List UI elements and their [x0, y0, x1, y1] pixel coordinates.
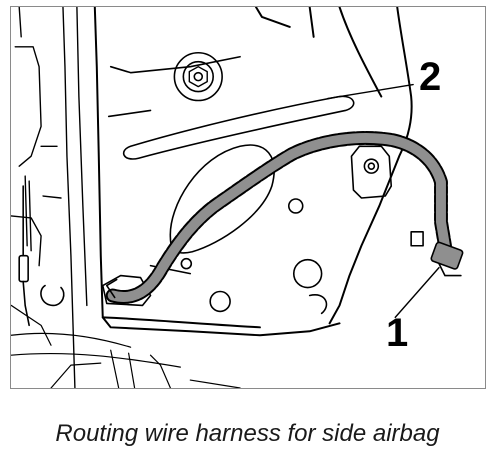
door-panel-outline [93, 7, 413, 337]
callout-number-1: 1 [386, 311, 409, 355]
bolt-nut [173, 51, 223, 102]
leader-line-1 [394, 266, 440, 319]
left-cable [18, 185, 65, 327]
wire-harness [105, 131, 452, 304]
harness-connector [410, 231, 464, 277]
figure-caption: Routing wire harness for side airbag [55, 420, 440, 447]
lower-body-lines [11, 304, 241, 388]
panel-openings [101, 55, 393, 315]
leader-line-2 [326, 83, 414, 100]
technical-illustration [10, 6, 486, 389]
body-pillar-lines [11, 7, 88, 388]
leader-lines [326, 83, 440, 319]
callout-number-2: 2 [419, 55, 442, 99]
